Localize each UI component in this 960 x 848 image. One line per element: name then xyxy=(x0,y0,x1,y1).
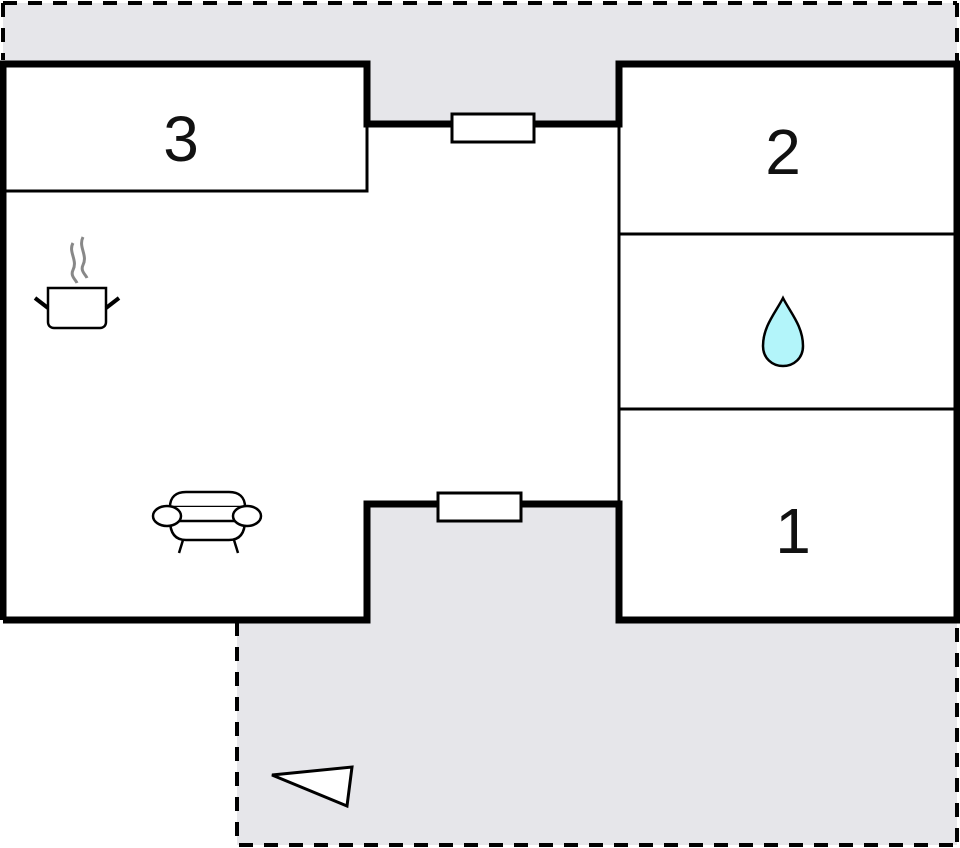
north-arrow-icon xyxy=(271,765,354,809)
sofa-icon xyxy=(151,490,263,554)
room-2-label: 2 xyxy=(765,116,801,188)
front-door xyxy=(450,112,536,144)
exterior-walls xyxy=(0,60,960,624)
room-1-label: 1 xyxy=(775,495,811,567)
back-door xyxy=(436,491,523,523)
interior-walls xyxy=(3,124,957,504)
house-interior xyxy=(3,64,957,620)
cooking-pot-icon xyxy=(33,236,121,330)
room-3-label: 3 xyxy=(163,103,199,175)
water-drop-icon xyxy=(761,295,805,368)
